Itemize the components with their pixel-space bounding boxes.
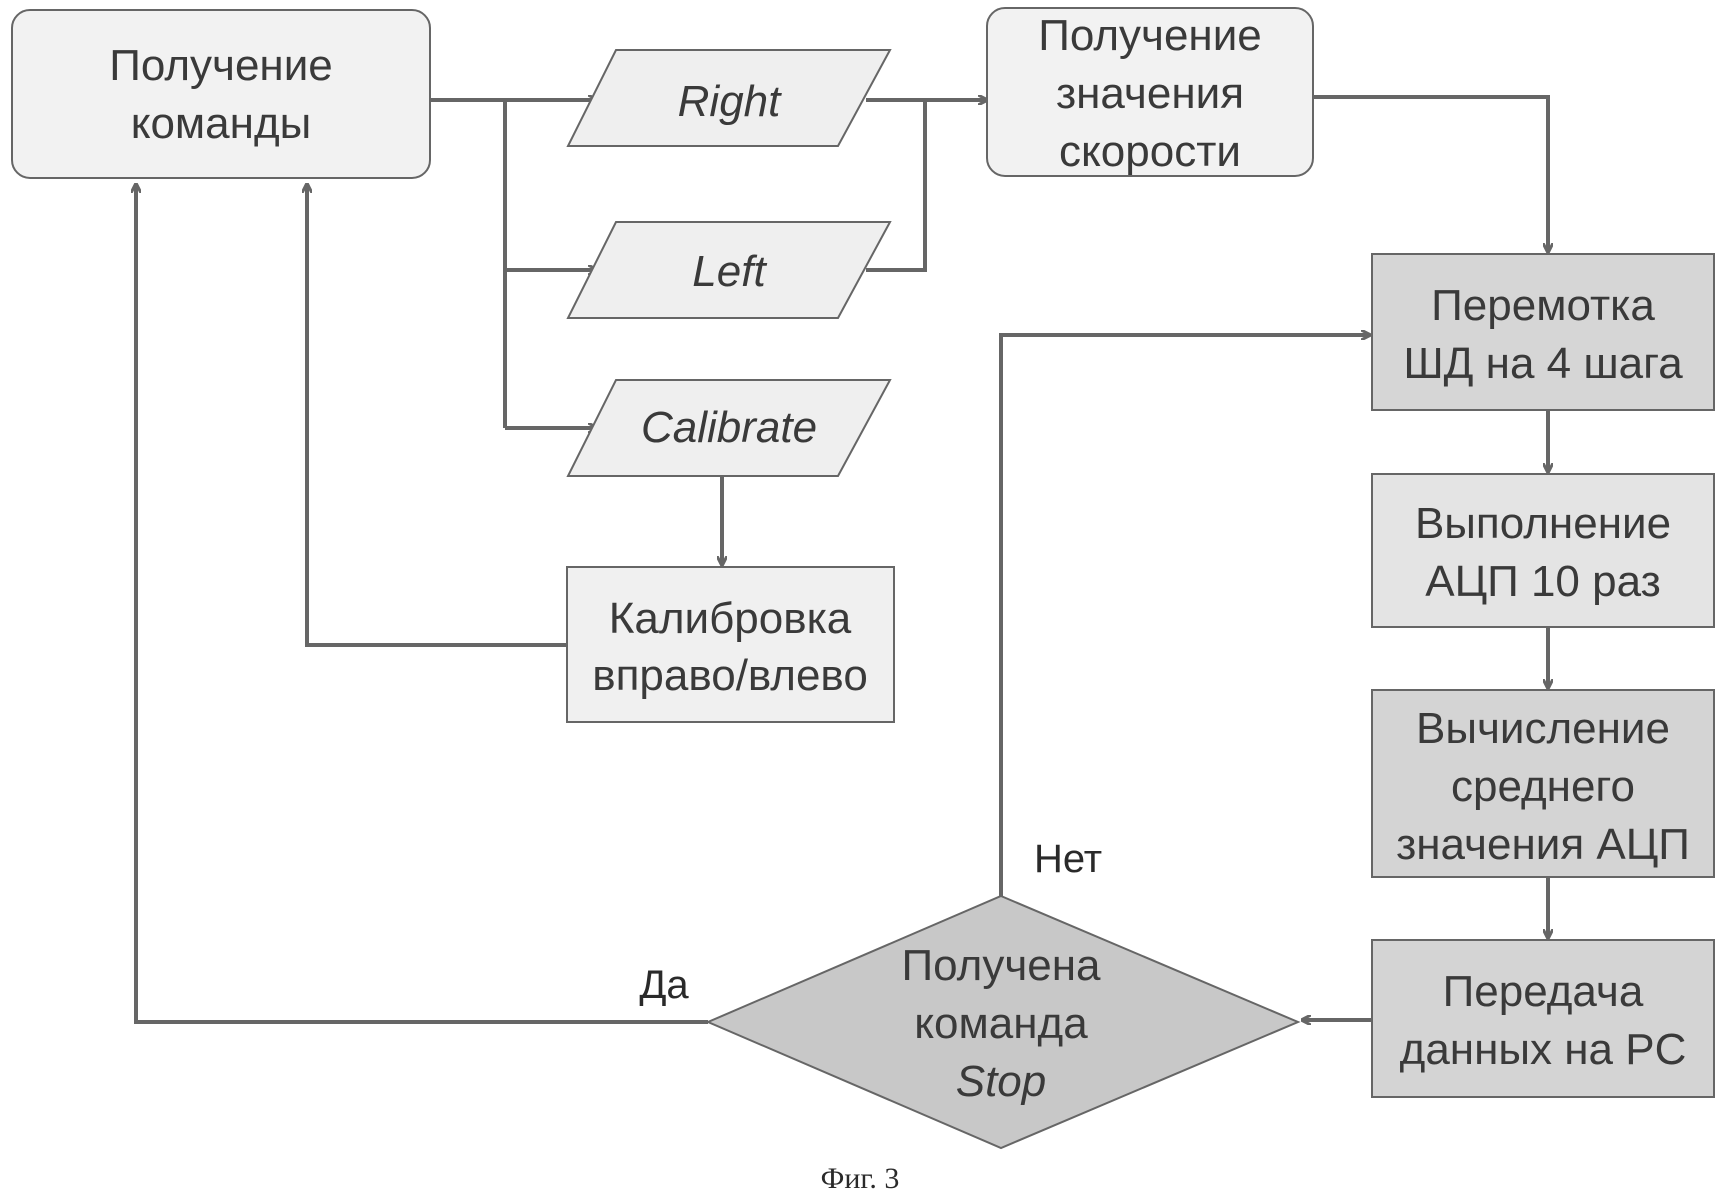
node-get-command-line1: Получение [109, 41, 333, 90]
label-yes: Да [639, 963, 689, 1007]
node-right: Right [568, 50, 890, 146]
arrow-no-to-rewind [1001, 335, 1370, 896]
node-adc-run: Выполнение АЦП 10 раз [1372, 474, 1714, 627]
node-adc-run-line1: Выполнение [1415, 499, 1671, 548]
arrow-calibration-to-command [307, 184, 567, 645]
node-adc-run-line2: АЦП 10 раз [1425, 557, 1661, 606]
node-get-speed-line3: скорости [1059, 127, 1241, 176]
node-decision-line1: Получена [902, 941, 1101, 990]
node-rewind-line2: ШД на 4 шага [1403, 339, 1683, 388]
node-left: Left [568, 222, 890, 318]
node-decision: Получена команда Stop [708, 896, 1298, 1148]
node-adc-avg-line2: среднего [1451, 762, 1635, 811]
node-adc-avg-line3: значения АЦП [1396, 820, 1690, 869]
figure-caption: Фиг. 3 [821, 1162, 900, 1195]
node-calibrate-label: Calibrate [641, 403, 817, 452]
node-right-label: Right [678, 77, 782, 126]
node-rewind: Перемотка ШД на 4 шага [1372, 254, 1714, 410]
node-calibration-line1: Калибровка [609, 594, 852, 643]
node-get-command: Получение команды [12, 10, 430, 178]
node-get-speed: Получение значения скорости [987, 8, 1313, 176]
node-calibrate: Calibrate [568, 380, 890, 476]
node-calibration: Калибровка вправо/влево [567, 567, 894, 722]
node-decision-stop: Stop [956, 1057, 1047, 1106]
node-transfer-line2: данных на PC [1400, 1025, 1687, 1074]
node-decision-line2: команда [914, 999, 1088, 1048]
node-get-command-line2: команды [131, 99, 312, 148]
node-get-speed-line1: Получение [1038, 11, 1262, 60]
node-transfer: Передача данных на PC [1372, 940, 1714, 1097]
node-transfer-line1: Передача [1443, 967, 1644, 1016]
node-adc-avg-line1: Вычисление [1416, 704, 1670, 753]
node-adc-avg: Вычисление среднего значения АЦП [1372, 690, 1714, 877]
arrow-speed-to-rewind [1313, 97, 1548, 252]
node-calibration-line2: вправо/влево [592, 651, 868, 700]
node-get-speed-line2: значения [1056, 69, 1244, 118]
node-left-label: Left [692, 247, 767, 296]
node-rewind-line1: Перемотка [1431, 281, 1655, 330]
label-no: Нет [1034, 837, 1102, 881]
